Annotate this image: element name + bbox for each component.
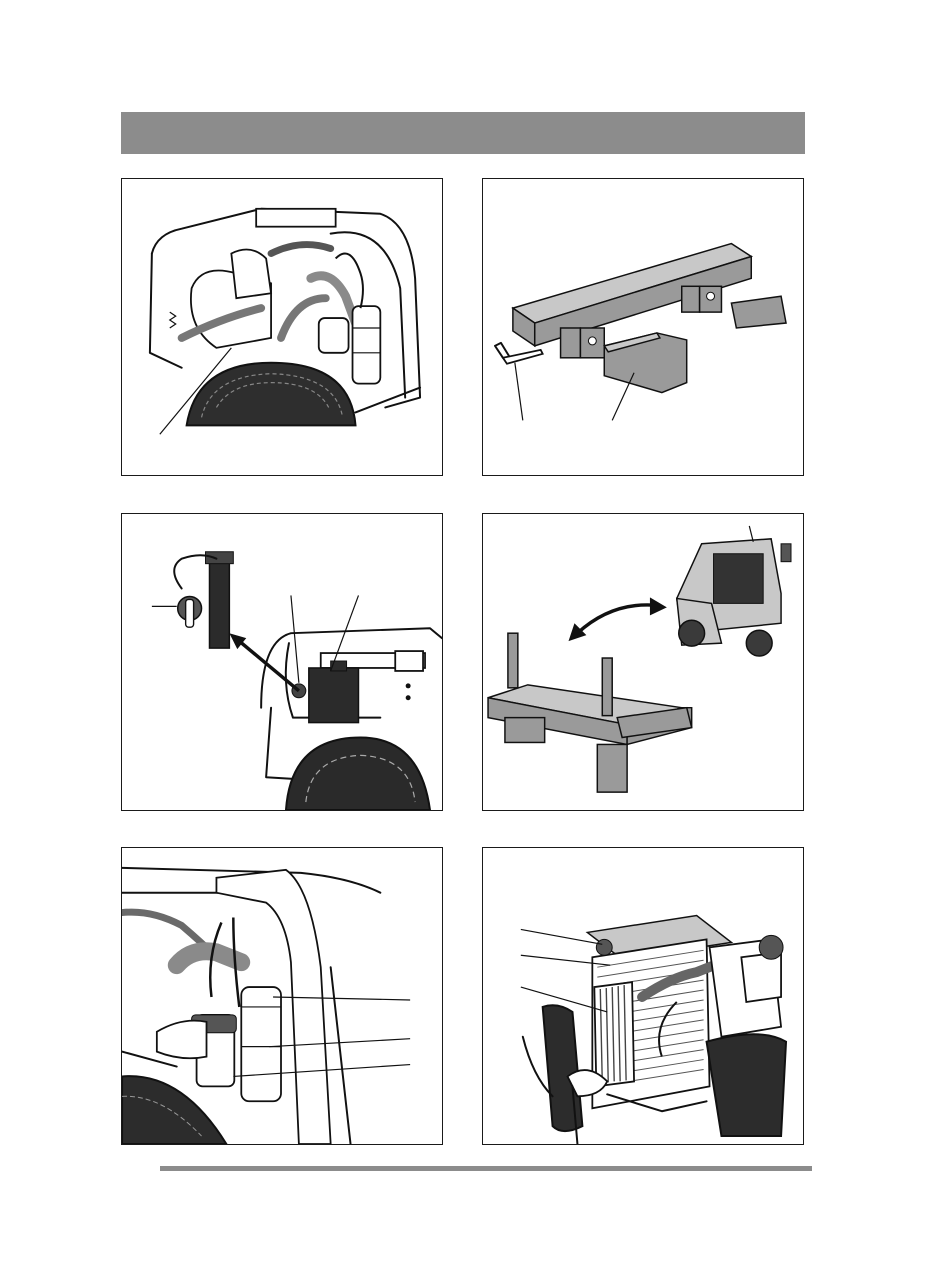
header-bar — [121, 112, 805, 154]
battery-icon — [309, 661, 359, 723]
filters-closeup-illustration — [122, 848, 442, 1144]
attachment-frame-icon — [488, 633, 692, 792]
figure-engine-bay — [121, 178, 443, 476]
radiator-cleaning-illustration — [483, 848, 803, 1144]
figure-radiator-cleaning — [482, 847, 804, 1145]
figure-implement-attach — [482, 513, 804, 811]
implement-attach-illustration — [483, 514, 803, 810]
curved-arrow-icon — [569, 597, 667, 641]
battery-switch-illustration — [122, 514, 442, 810]
front-beam-illustration — [483, 179, 803, 475]
footer-rule — [160, 1166, 812, 1171]
arrow-icon — [229, 633, 299, 691]
oil-filter-icon — [241, 987, 281, 1101]
figure-front-beam-mount — [482, 178, 804, 476]
figure-battery-switch — [121, 513, 443, 811]
figure-filters-closeup — [121, 847, 443, 1145]
tire-icon — [286, 737, 430, 810]
tractor-icon — [677, 539, 791, 656]
engine-bay-illustration — [122, 179, 442, 475]
